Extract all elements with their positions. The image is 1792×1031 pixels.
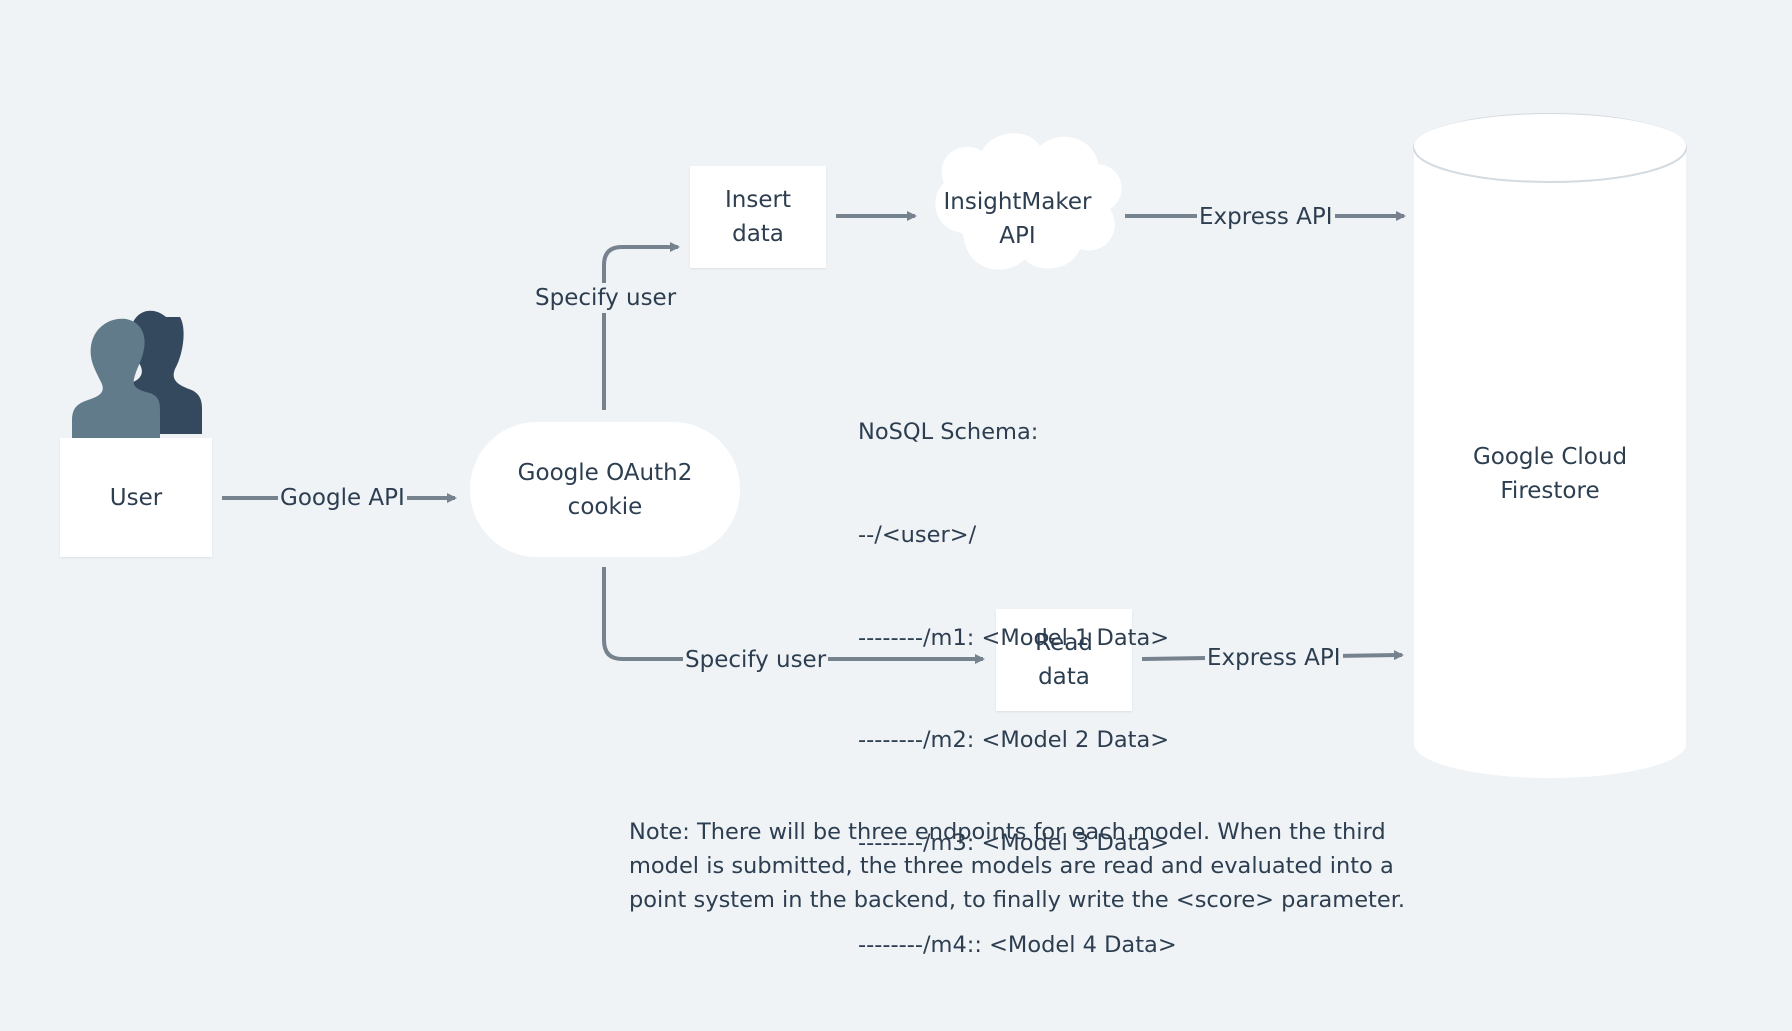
edge-label-express-api-top: Express API: [1197, 202, 1335, 232]
oauth-node-shape: [470, 422, 740, 557]
user-node-label: User: [109, 484, 163, 511]
edge-label-specify-user-bottom: Specify user: [683, 645, 829, 675]
read-data-label: Read data: [1035, 630, 1093, 690]
read-data-node: Read data: [996, 609, 1132, 711]
schema-line: --------/m1: <Model 1 Data>: [858, 624, 1170, 651]
insightmaker-node: InsightMaker API: [930, 185, 1105, 253]
edge-label-specify-user-top: Specify user: [533, 283, 679, 313]
oauth-node-label: Google OAuth2 cookie: [517, 459, 693, 520]
architecture-diagram: User Google OAuth2 cookie Insert data In…: [60, 113, 1687, 958]
insightmaker-label: InsightMaker API: [943, 189, 1092, 249]
diagram-edges: [72, 113, 1687, 778]
firestore-database-shape: [1413, 113, 1687, 778]
insert-data-node: Insert data: [690, 166, 826, 268]
schema-line: --------/m3: <Model 3 Data>: [858, 829, 1170, 856]
user-node: User: [60, 438, 212, 557]
edge-label-express-api-bottom: Express API: [1205, 643, 1343, 673]
insightmaker-cloud-shape: [935, 133, 1122, 270]
footnote: Note: There will be three endpoints for …: [629, 819, 1406, 914]
edge-oauth-insert: [602, 242, 680, 410]
edge-label-google-api: Google API: [278, 483, 407, 513]
insert-data-label: Insert data: [725, 187, 791, 247]
schema-line: --------/m4:: <Model 4 Data>: [858, 932, 1177, 959]
firestore-label: Google Cloud Firestore: [1472, 444, 1628, 504]
users-icon: [72, 310, 202, 444]
oauth-node: Google OAuth2 cookie: [470, 422, 740, 557]
nosql-schema: NoSQL Schema: --/<user>/ --------/m1: <M…: [858, 347, 1177, 1031]
edge-oauth-read: [602, 567, 985, 664]
schema-line: --------/m2: <Model 2 Data>: [858, 727, 1170, 754]
schema-line: NoSQL Schema:: [858, 419, 1039, 446]
schema-line: --/<user>/: [858, 522, 977, 549]
firestore-node: Google Cloud Firestore: [1430, 440, 1670, 508]
